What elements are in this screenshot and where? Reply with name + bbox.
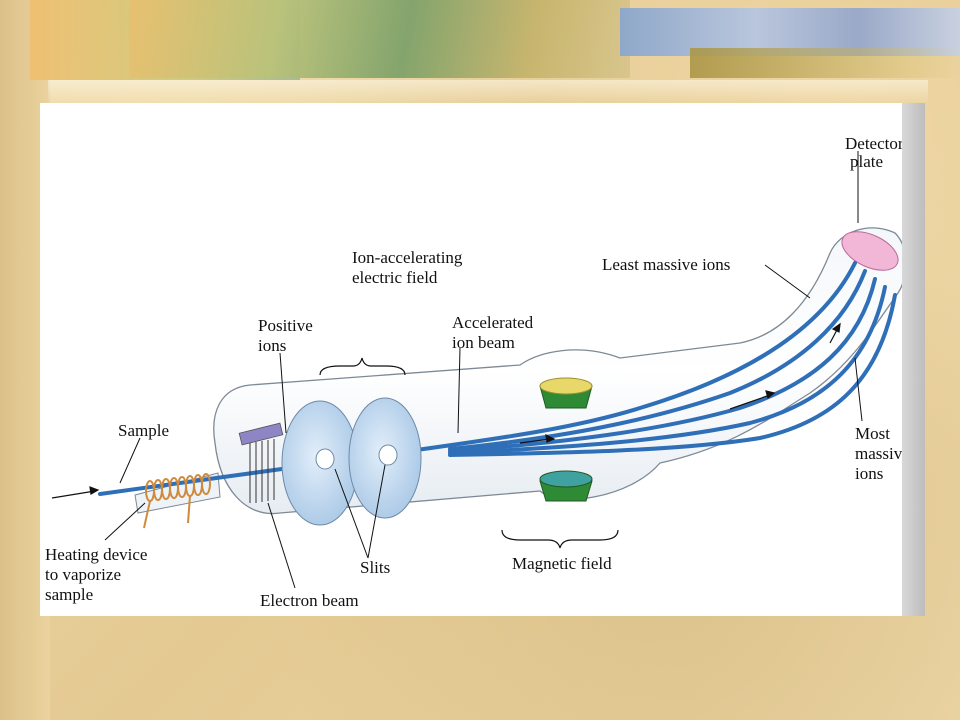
label-heating-1: Heating device bbox=[45, 545, 147, 564]
accelerating-plates bbox=[281, 397, 422, 526]
label-detector-plate-1: Detector bbox=[845, 134, 904, 153]
beam-direction-arrows bbox=[51, 322, 841, 499]
label-electron-beam: Electron beam bbox=[260, 591, 359, 610]
detector-plate bbox=[841, 231, 899, 271]
label-most-massive-3: ions bbox=[855, 464, 883, 483]
label-accelerated-1: Accelerated bbox=[452, 313, 534, 332]
label-most-massive-2: massive bbox=[855, 444, 910, 463]
label-least-massive: Least massive ions bbox=[602, 255, 730, 274]
label-braces bbox=[319, 357, 619, 549]
page-edge bbox=[902, 103, 925, 616]
label-ion-field-2: electric field bbox=[352, 268, 438, 287]
label-detector-plate-2: plate bbox=[850, 152, 883, 171]
magnet-poles bbox=[539, 377, 593, 502]
mass-spectrometer-diagram: Detector plate Ion-accelerating electric… bbox=[45, 134, 910, 610]
header-banner-tail bbox=[690, 48, 960, 78]
ion-beam-paths bbox=[98, 261, 897, 496]
label-ion-field-1: Ion-accelerating bbox=[352, 248, 463, 267]
label-positive-1: Positive bbox=[258, 316, 313, 335]
leader-lines bbox=[104, 151, 863, 589]
electron-filament bbox=[238, 422, 284, 503]
label-heating-3: sample bbox=[45, 585, 93, 604]
label-accelerated-2: ion beam bbox=[452, 333, 515, 352]
label-sample: Sample bbox=[118, 421, 169, 440]
label-magnetic-field: Magnetic field bbox=[512, 554, 612, 573]
heating-coil bbox=[143, 473, 211, 529]
header-banner-leaves bbox=[130, 0, 630, 78]
label-slits: Slits bbox=[360, 558, 390, 577]
slide-shadow bbox=[48, 80, 928, 104]
label-most-massive-1: Most bbox=[855, 424, 890, 443]
label-positive-2: ions bbox=[258, 336, 286, 355]
label-heating-2: to vaporize bbox=[45, 565, 121, 584]
mass-spectrometer-figure: Detector plate Ion-accelerating electric… bbox=[40, 103, 925, 616]
